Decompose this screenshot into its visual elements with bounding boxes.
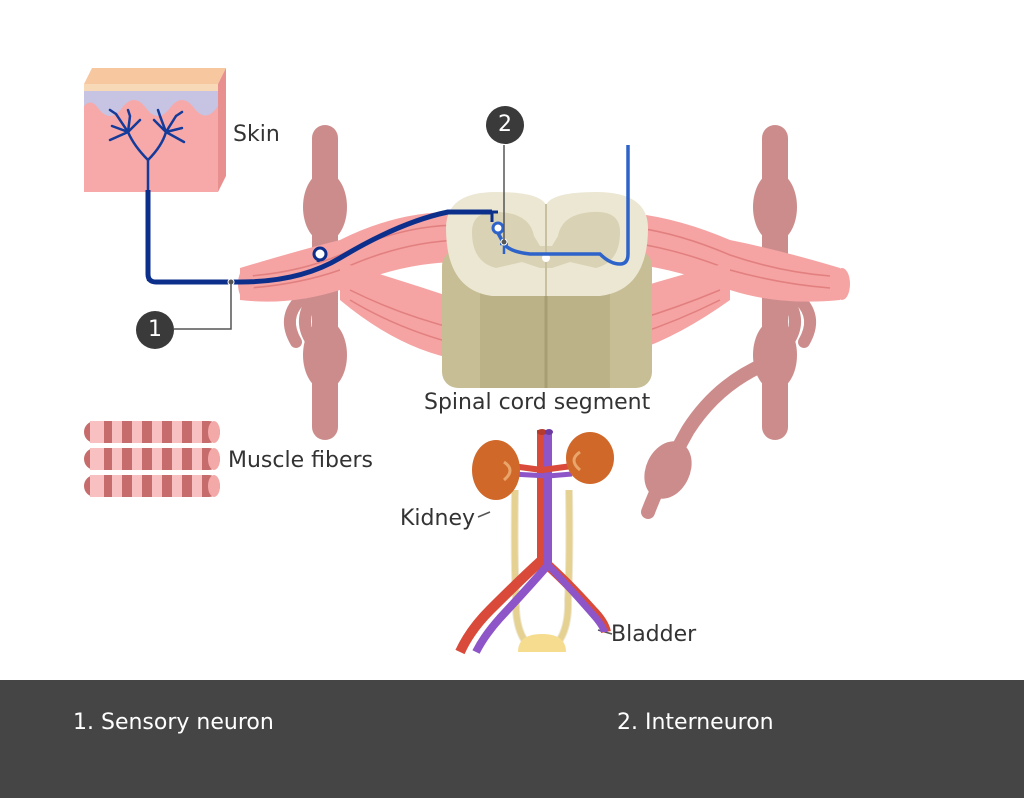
urinary-system bbox=[455, 429, 614, 655]
left-spinal-nerve bbox=[238, 211, 461, 360]
spinal-cord-segment bbox=[442, 192, 652, 388]
muscle-fiber-3 bbox=[84, 475, 220, 497]
marker-1: 1 bbox=[136, 311, 174, 349]
reflex-arc-illustration bbox=[84, 68, 850, 655]
legend-bar: 1. Sensory neuron 2. Interneuron bbox=[0, 680, 1024, 798]
muscle-fiber-2 bbox=[84, 448, 220, 470]
skin-block bbox=[84, 68, 226, 282]
kidney-label: Kidney bbox=[400, 506, 476, 531]
muscle-fiber-1 bbox=[84, 421, 220, 443]
legend-item-interneuron: 2. Interneuron bbox=[617, 710, 774, 735]
interneuron bbox=[491, 145, 630, 266]
marker-2: 2 bbox=[486, 106, 524, 144]
diagram-stage: Skin Muscle fibers Spinal cord segment K… bbox=[84, 68, 850, 655]
bladder-label: Bladder bbox=[611, 622, 697, 647]
muscle-fibers bbox=[84, 421, 220, 497]
muscle-fibers-label: Muscle fibers bbox=[228, 448, 373, 473]
spinal-cord-segment-label: Spinal cord segment bbox=[424, 390, 651, 415]
left-sympathetic-chain bbox=[284, 125, 347, 440]
skin-label: Skin bbox=[233, 122, 280, 147]
legend-item-sensory-neuron: 1. Sensory neuron bbox=[73, 710, 274, 735]
